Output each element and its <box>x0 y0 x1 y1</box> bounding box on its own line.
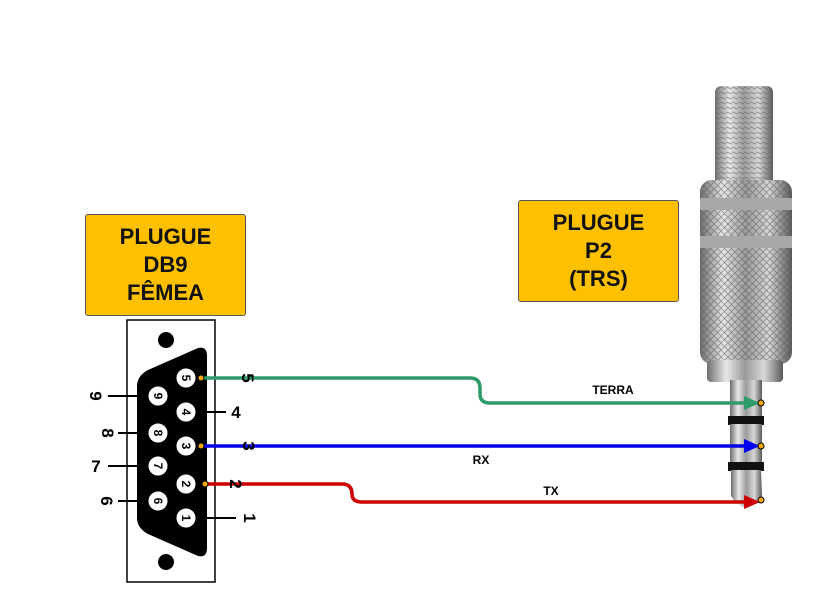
pin-8 <box>147 422 169 444</box>
pin-5 <box>175 367 197 389</box>
pin-label-inner-2: 2 <box>179 481 193 488</box>
terra-label: TERRA <box>592 383 634 397</box>
pin-3 <box>175 435 197 457</box>
p2-title-box: PLUGUE P2 (TRS) <box>518 200 679 302</box>
pin-label-outer-7: 7 <box>91 457 100 476</box>
pin-label-inner-7: 7 <box>151 463 165 470</box>
pin-label-inner-3: 3 <box>179 443 193 450</box>
mounting-hole-bottom <box>158 554 174 570</box>
terra-wire <box>202 376 748 405</box>
db9-title-line1: PLUGUE <box>119 224 212 249</box>
pin-label-inner-8: 8 <box>151 430 165 437</box>
rx-label: RX <box>473 453 490 467</box>
pin-label-inner-6: 6 <box>151 498 165 505</box>
p2-plug-image <box>700 86 792 507</box>
pin-1 <box>175 507 197 529</box>
pin-4 <box>175 401 197 423</box>
p2-title-line3: (TRS) <box>569 266 628 291</box>
db9-title-line2: DB9 <box>143 252 188 277</box>
p2-title-line1: PLUGUE <box>552 210 645 235</box>
pin-label-outer-8: 8 <box>98 428 117 437</box>
pin-label-outer-1: 1 <box>240 513 259 522</box>
pin-7 <box>147 455 169 477</box>
pin-label-inner-1: 1 <box>179 515 193 522</box>
tx-label: TX <box>543 484 558 498</box>
pin-6 <box>147 490 169 512</box>
pin-label-outer-9: 9 <box>86 391 105 400</box>
tx-wire <box>206 482 748 504</box>
pin-2 <box>175 473 197 495</box>
mounting-hole-top <box>158 332 174 348</box>
pin-label-outer-3: 3 <box>239 441 258 450</box>
db9-title-box: PLUGUE DB9 FÊMEA <box>85 214 246 316</box>
pin-label-outer-4: 4 <box>231 403 241 422</box>
pin-label-outer-2: 2 <box>226 479 245 488</box>
db9-connector <box>126 319 216 583</box>
pin-9 <box>147 385 169 407</box>
db9-title-line3: FÊMEA <box>127 280 204 305</box>
pin-label-inner-4: 4 <box>179 409 193 416</box>
pin-label-inner-5: 5 <box>179 375 193 382</box>
pin-label-outer-6: 6 <box>97 496 116 505</box>
pin-label-outer-5: 5 <box>238 373 257 382</box>
pin-label-inner-9: 9 <box>151 393 165 400</box>
p2-title-line2: P2 <box>585 238 612 263</box>
